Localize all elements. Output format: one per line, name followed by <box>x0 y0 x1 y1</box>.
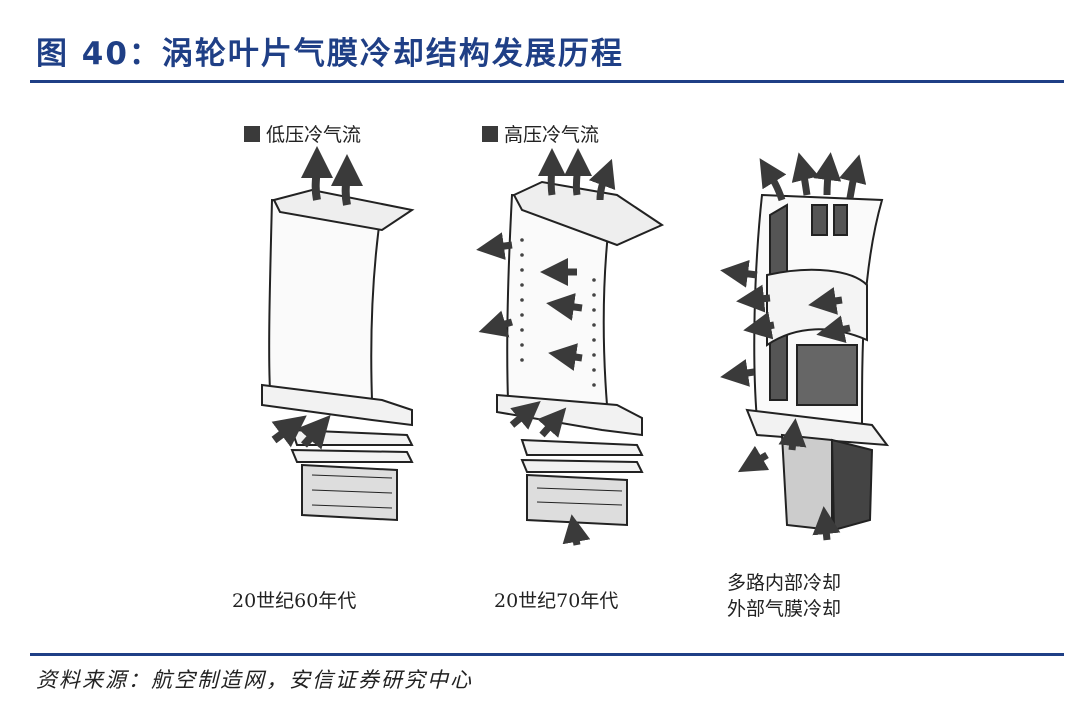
caption-modern-line2: 外部气膜冷却 <box>727 598 842 620</box>
blade-modern <box>745 193 890 532</box>
title-divider <box>30 80 1064 83</box>
legend-high-pressure: 高压冷气流 <box>482 120 599 147</box>
source-note: 资料来源：航空制造网，安信证券研究中心 <box>36 668 473 692</box>
legend-low-label: 低压冷气流 <box>266 124 362 146</box>
blade-1970s-holes <box>520 238 596 387</box>
caption-1960s: 20世纪60年代 <box>232 590 357 612</box>
legend-low-swatch <box>244 125 260 142</box>
legend-low-pressure: 低压冷气流 <box>244 120 361 147</box>
blade-1970s <box>496 180 665 527</box>
caption-1970s: 20世纪70年代 <box>494 590 619 612</box>
source-divider <box>30 653 1064 656</box>
page-title: 图 40：涡轮叶片气膜冷却结构发展历程 <box>36 36 624 72</box>
blade-illustration <box>261 146 890 546</box>
blade-modern-arrows <box>720 152 867 541</box>
blade-1970s-arrows <box>476 148 616 546</box>
blade-1960s-arrows <box>271 146 363 450</box>
blade-cooling-figure: 低压冷气流 高压冷气流 20世纪60年代 20世纪70年代 多路内部冷却 外部气… <box>222 100 902 635</box>
blade-1960s <box>261 188 415 522</box>
legend-high-swatch <box>482 125 498 142</box>
legend-high-label: 高压冷气流 <box>504 124 600 146</box>
caption-modern: 多路内部冷却 外部气膜冷却 <box>727 570 841 622</box>
caption-modern-line1: 多路内部冷却 <box>727 572 842 594</box>
